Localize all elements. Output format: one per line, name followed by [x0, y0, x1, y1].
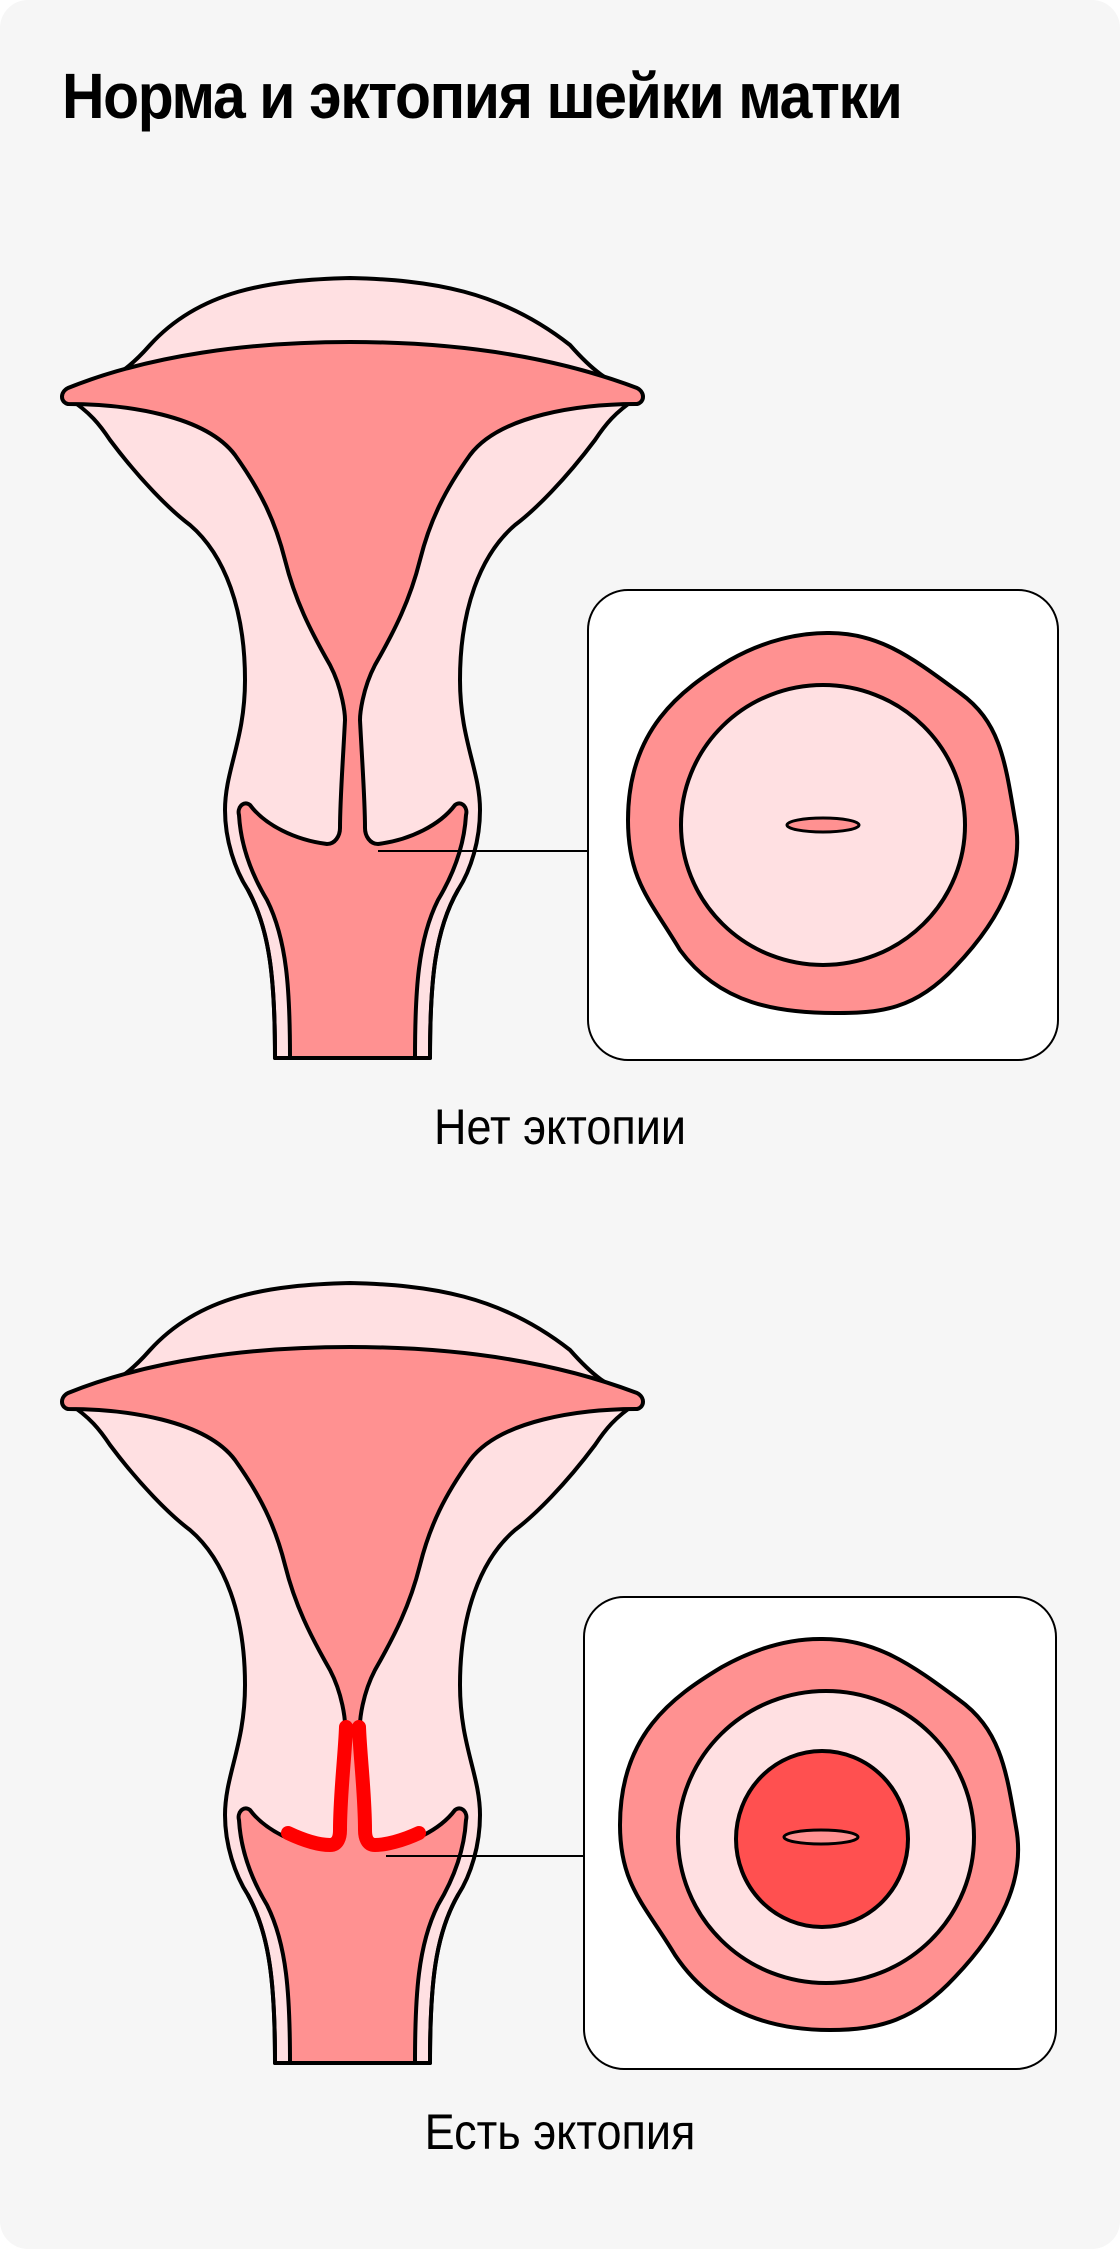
- page-title: Норма и эктопия шейки матки: [62, 60, 903, 132]
- ectopy-highlight: [281, 1720, 426, 1852]
- panel-normal: [0, 260, 1120, 1080]
- uterine-cavity: [60, 1345, 645, 2065]
- uterine-cavity: [60, 340, 645, 1060]
- uterus-diagram-normal: [60, 276, 1059, 1061]
- caption-ectopy: Есть эктопия: [424, 2104, 696, 2160]
- external-os: [785, 816, 861, 834]
- uterus-diagram-ectopy: [60, 1281, 1057, 2070]
- external-os: [782, 1828, 860, 1846]
- panel-ectopy: [0, 1265, 1120, 2085]
- caption-normal: Нет эктопии: [433, 1099, 687, 1155]
